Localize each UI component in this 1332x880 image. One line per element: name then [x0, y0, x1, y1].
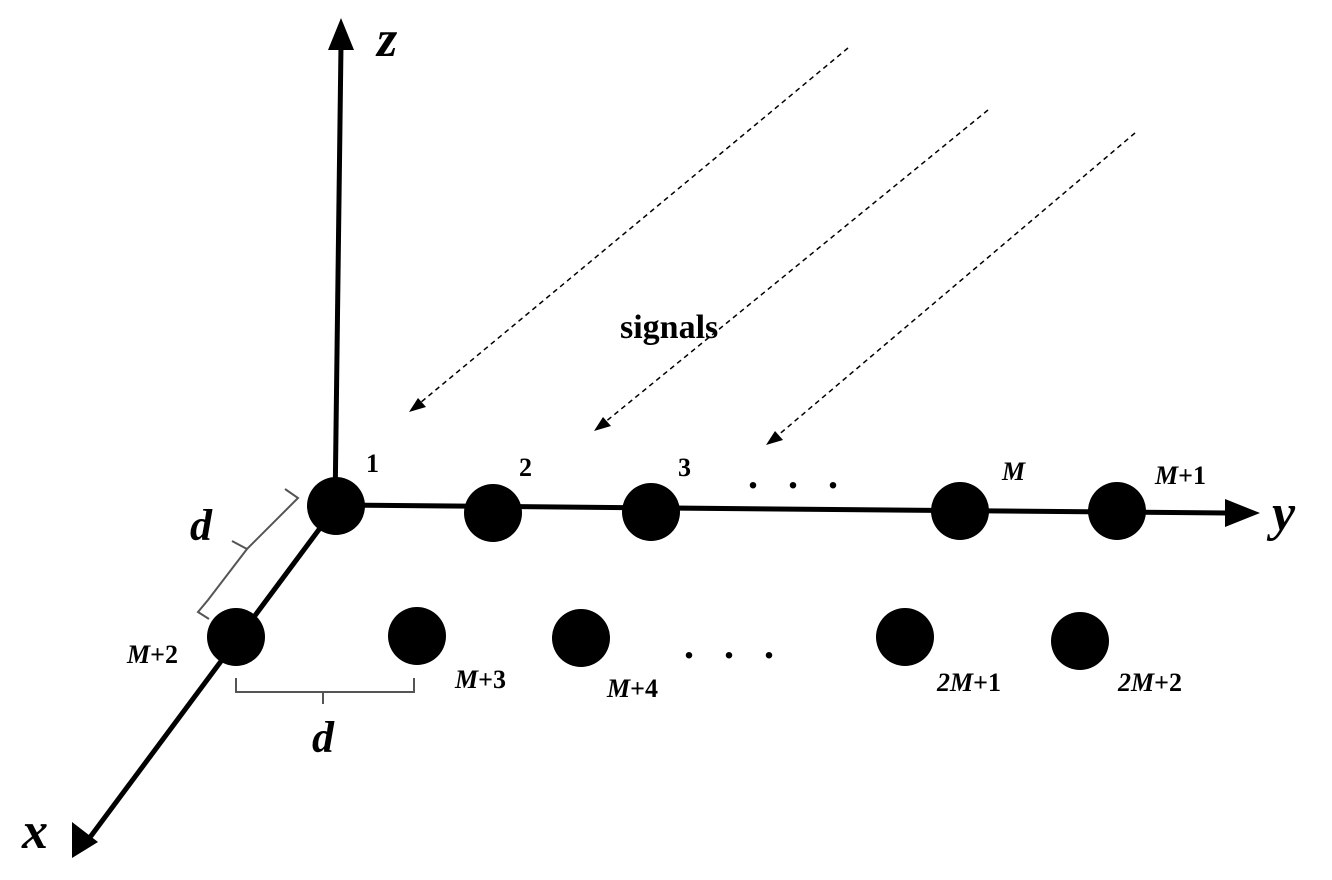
sensor-m	[931, 482, 989, 540]
sensor-2m-plus-2	[1051, 612, 1109, 670]
x-axis-arrowhead	[72, 822, 98, 858]
top-row-ellipsis: . . .	[748, 452, 848, 497]
x-axis: x	[21, 506, 338, 860]
z-axis-label: z	[375, 11, 398, 68]
spacing-label: d	[312, 713, 335, 762]
sensor-label: 1	[366, 449, 379, 478]
z-axis-arrowhead	[328, 18, 354, 50]
sensor-label: M+1	[1154, 461, 1206, 490]
y-axis-label: y	[1266, 485, 1296, 542]
sensor-m-plus-3	[388, 607, 446, 665]
sensor-label: M	[1001, 457, 1026, 486]
bottom-row-sensors	[207, 607, 1109, 670]
y-axis-arrowhead	[1225, 499, 1260, 527]
sensor-m-plus-2	[207, 608, 265, 666]
sensor-2m-plus-1	[876, 608, 934, 666]
z-axis: z	[328, 11, 398, 509]
sensor-label: 2M+2	[1117, 668, 1182, 697]
sensor-2	[464, 484, 522, 542]
spacing-label: d	[190, 501, 213, 550]
sensor-label: 2M+1	[936, 668, 1001, 697]
sensor-label: M+2	[126, 640, 178, 669]
signal-arrow	[594, 109, 989, 431]
sensor-3	[622, 483, 680, 541]
bottom-row-ellipsis: . . .	[684, 622, 784, 667]
spacing-brace-horizontal: d	[235, 678, 415, 762]
x-axis-label: x	[21, 803, 48, 860]
signals-label: signals	[620, 309, 718, 346]
signal-arrow	[766, 132, 1136, 445]
sensor-m-plus-4	[552, 609, 610, 667]
top-row-labels: 1 2 3 M M+1 . . .	[366, 449, 1206, 497]
sensor-1	[307, 477, 365, 535]
sensor-label: M+4	[606, 674, 658, 703]
signal-arrow	[409, 47, 849, 412]
sensor-label: 3	[678, 453, 691, 482]
bottom-row-labels: M+2 M+3 M+4 2M+1 2M+2 . . .	[126, 622, 1182, 703]
top-row-sensors	[307, 477, 1146, 542]
signal-arrows	[409, 47, 1136, 445]
spacing-brace-vertical: d	[190, 488, 300, 620]
sensor-label: M+3	[454, 665, 506, 694]
sensor-m-plus-1	[1088, 482, 1146, 540]
sensor-label: 2	[519, 453, 532, 482]
